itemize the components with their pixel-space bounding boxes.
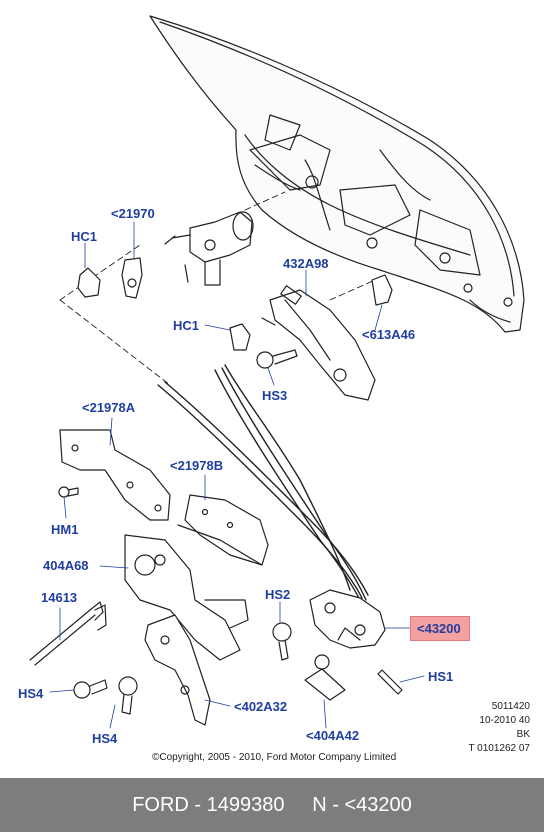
bolt-hs4-bottom (118, 676, 138, 715)
parts-diagram (29, 15, 525, 729)
rod-14613 (29, 601, 107, 666)
footer-bar: FORD - 1499380 N - <43200 (0, 778, 544, 832)
meta-line-4: T 0101262 07 (468, 743, 530, 754)
label-hs4-left: HS4 (18, 686, 44, 701)
label-hs3: HS3 (262, 388, 288, 403)
meta-line-1: 5011420 (491, 701, 530, 712)
cables (157, 364, 369, 601)
striker-404a42 (304, 654, 346, 701)
footer-text: FORD - 1499380 N - <43200 (132, 793, 412, 816)
meta-line-2: 10-2010 40 (479, 715, 530, 726)
clip-hc1-mid (229, 323, 251, 351)
bracket-613a46 (371, 274, 393, 306)
meta-line-3: BK (516, 729, 530, 740)
bolt-hs1 (377, 669, 403, 695)
label-21970: <21970 (111, 206, 155, 221)
bracket-21978a (59, 429, 171, 521)
label-43200-highlighted[interactable]: <43200 (410, 616, 470, 641)
label-hc1-top: HC1 (71, 229, 98, 244)
diagram-meta: 5011420 10-2010 40 BK T 0101262 07 (468, 700, 530, 756)
actuator-motor-21970 (164, 211, 254, 286)
shield-404a68 (124, 534, 249, 661)
label-404a68: 404A68 (43, 558, 89, 573)
clip-21970 (121, 257, 143, 299)
lever-402a32 (144, 614, 211, 726)
label-hs2: HS2 (265, 587, 291, 602)
label-402a32: <402A32 (234, 699, 288, 714)
bolt-hm1 (58, 486, 79, 498)
label-432a98: 432A98 (283, 256, 329, 271)
label-613a46: <613A46 (362, 327, 416, 342)
latch-432a98 (261, 285, 376, 401)
clip-hc1-top (77, 267, 101, 298)
label-21978a: <21978A (82, 400, 136, 415)
liftgate-panel (149, 15, 525, 333)
bolt-hs4-left (73, 679, 108, 699)
label-hs1: HS1 (428, 669, 454, 684)
bolt-hs2 (272, 622, 292, 661)
bolt-hs3 (256, 349, 298, 369)
copyright-text: ©Copyright, 2005 - 2010, Ford Motor Comp… (152, 752, 397, 763)
latch-43200 (309, 589, 386, 649)
label-hm1: HM1 (51, 522, 79, 537)
label-404a42: <404A42 (306, 728, 360, 743)
bracket-21978b (177, 494, 269, 566)
label-hc1-mid: HC1 (173, 318, 200, 333)
label-hs4-bottom: HS4 (92, 731, 118, 746)
label-21978b: <21978B (170, 458, 224, 473)
label-14613: 14613 (41, 590, 78, 605)
